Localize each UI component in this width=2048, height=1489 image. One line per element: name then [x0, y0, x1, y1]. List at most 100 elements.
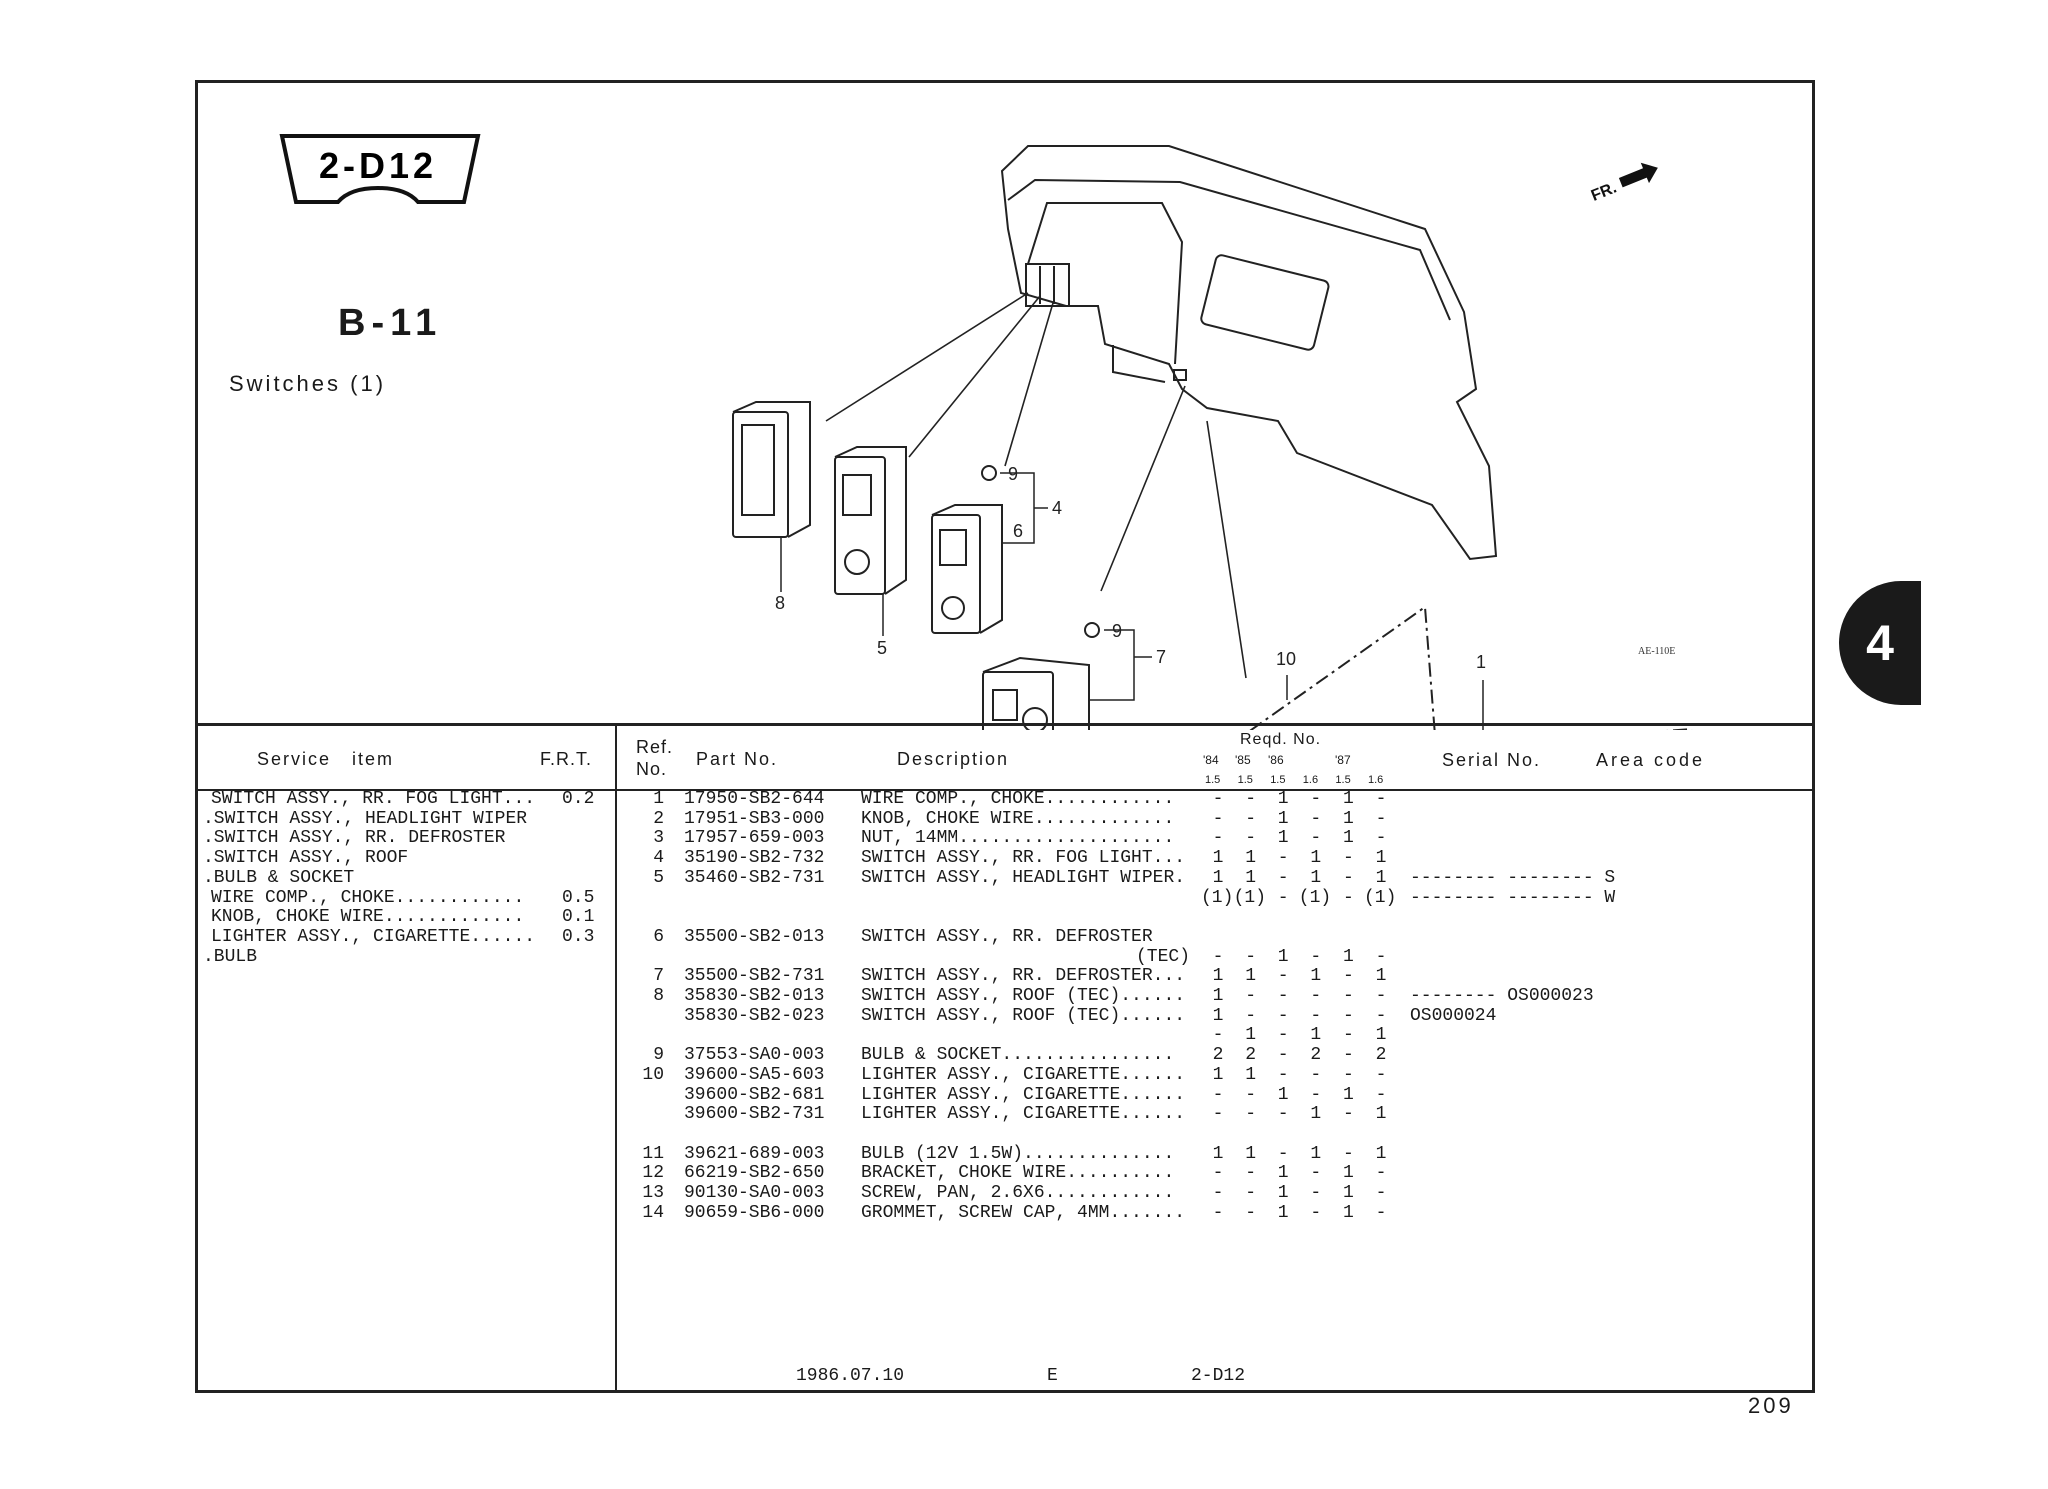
- header-part-no: Part No.: [696, 749, 779, 769]
- description: SWITCH ASSY., RR. DEFROSTER: [861, 926, 1153, 947]
- required-quantity: -: [1310, 986, 1322, 1006]
- part-number: 17950-SB2-644: [684, 789, 825, 809]
- required-quantity: 2: [1212, 1045, 1224, 1066]
- required-quantity: -: [1245, 1183, 1256, 1203]
- required-quantity: -: [1310, 1202, 1322, 1223]
- required-quantity: -: [1375, 789, 1387, 809]
- required-quantity: 1: [1342, 1163, 1354, 1184]
- required-quantity: 2: [1310, 1045, 1322, 1066]
- required-quantity: -: [1277, 1025, 1289, 1046]
- required-quantity: -: [1277, 1143, 1289, 1164]
- part-number: 35190-SB2-732: [684, 848, 825, 869]
- required-quantity: 1: [1212, 1005, 1224, 1026]
- parts-table-row: 7 35500-SB2-731 SWITCH ASSY., RR. DEFROSTE…: [0, 966, 2048, 986]
- required-quantity: -: [1245, 946, 1256, 967]
- ref-no: 8: [653, 986, 664, 1006]
- required-quantity: 1: [1310, 1025, 1322, 1046]
- service-item: .BULB & SOCKET: [203, 867, 355, 888]
- footer-date: 1986.07.10: [796, 1366, 905, 1386]
- header-engine: 1.5: [1205, 774, 1221, 786]
- header-year: '84: [1203, 753, 1219, 767]
- dashboard-outline: [1000, 145, 1498, 561]
- ref-no: 5: [653, 867, 664, 888]
- serial-area: -------- -------- W: [1410, 887, 1616, 908]
- required-quantity: 1: [1310, 1143, 1322, 1164]
- required-quantity: 1: [1245, 848, 1256, 869]
- required-quantity: -: [1212, 789, 1224, 809]
- description: LIGHTER ASSY., CIGARETTE......: [861, 1104, 1186, 1125]
- service-item: KNOB, CHOKE WIRE.............: [211, 907, 525, 928]
- leader-lines: [825, 292, 1247, 679]
- required-quantity: -: [1375, 1005, 1387, 1026]
- ref-no: 12: [642, 1163, 664, 1184]
- required-quantity: -: [1342, 848, 1354, 869]
- callout-8: 8: [775, 593, 785, 613]
- divider-diagram-table: [195, 723, 1812, 726]
- header-ref-1: Ref.: [636, 737, 674, 757]
- serial-area: -------- -------- S: [1410, 867, 1616, 888]
- service-item: .BULB: [203, 946, 258, 967]
- required-quantity: 1: [1375, 1104, 1387, 1125]
- required-quantity: -: [1245, 1163, 1256, 1184]
- required-quantity: 2: [1375, 1045, 1387, 1066]
- required-quantity: -: [1310, 789, 1322, 809]
- required-quantity: -: [1375, 946, 1387, 967]
- description: LIGHTER ASSY., CIGARETTE......: [861, 1084, 1186, 1105]
- required-quantity: 1: [1212, 867, 1224, 888]
- required-quantity: -: [1212, 946, 1224, 967]
- description: SWITCH ASSY., HEADLIGHT WIPER.: [861, 867, 1186, 888]
- required-quantity: 1: [1277, 946, 1289, 967]
- callout-10: 10: [1276, 649, 1296, 669]
- required-quantity: -: [1310, 1183, 1322, 1203]
- service-item-frt: 0.5: [562, 887, 595, 908]
- part-number: 37553-SA0-003: [684, 1045, 825, 1066]
- required-quantity: 1: [1342, 1202, 1354, 1223]
- callout-4: 4: [1052, 498, 1062, 518]
- header-engine: 1.5: [1270, 774, 1286, 786]
- required-quantity: -: [1375, 1064, 1387, 1085]
- service-item-frt: 0.3: [562, 926, 595, 947]
- required-quantity: -: [1342, 887, 1354, 908]
- serial-area: OS000024: [1410, 1005, 1497, 1026]
- required-quantity: -: [1277, 966, 1289, 987]
- switch-fog-light-part-4: [931, 465, 1048, 634]
- required-quantity: 1: [1212, 1143, 1224, 1164]
- exploded-diagram: 1 2 3 4 5 6 7 8 9 9 9 10 11 12 13 14: [732, 145, 1693, 730]
- ref-no: 7: [653, 966, 664, 987]
- required-quantity: 1: [1277, 789, 1289, 809]
- required-quantity: 1: [1375, 867, 1387, 888]
- required-quantity: 1: [1342, 828, 1354, 849]
- required-quantity: -: [1342, 966, 1354, 987]
- parts-table-row: (TEC)--1-1-: [0, 947, 2048, 967]
- description: LIGHTER ASSY., CIGARETTE......: [861, 1064, 1186, 1085]
- required-quantity: -: [1245, 789, 1256, 809]
- service-item-frt: 0.2: [562, 789, 595, 809]
- required-quantity: 1: [1212, 1064, 1224, 1085]
- switch-roof-part-8: [732, 401, 811, 538]
- description: SWITCH ASSY., ROOF (TEC)......: [861, 1005, 1186, 1026]
- header-engine: 1.6: [1368, 774, 1384, 786]
- ref-no: 4: [653, 848, 664, 869]
- divider-table-header: [195, 789, 1812, 791]
- required-quantity: -: [1342, 1064, 1354, 1085]
- callout-1: 1: [1476, 652, 1486, 672]
- part-number: 35500-SB2-731: [684, 966, 825, 987]
- required-quantity: 1: [1375, 1143, 1387, 1164]
- description: SWITCH ASSY., RR. DEFROSTER...: [861, 966, 1186, 987]
- ref-no: 14: [642, 1202, 664, 1223]
- required-quantity: 1: [1375, 966, 1387, 987]
- callout-5: 5: [877, 638, 887, 658]
- header-engine: 1.6: [1302, 774, 1319, 786]
- required-quantity: -: [1375, 808, 1387, 829]
- required-quantity: 1: [1245, 867, 1256, 888]
- required-quantity: -: [1212, 828, 1224, 849]
- required-quantity: 1: [1212, 848, 1224, 869]
- header-ref-2: No.: [636, 759, 668, 779]
- required-quantity: 1: [1342, 808, 1354, 829]
